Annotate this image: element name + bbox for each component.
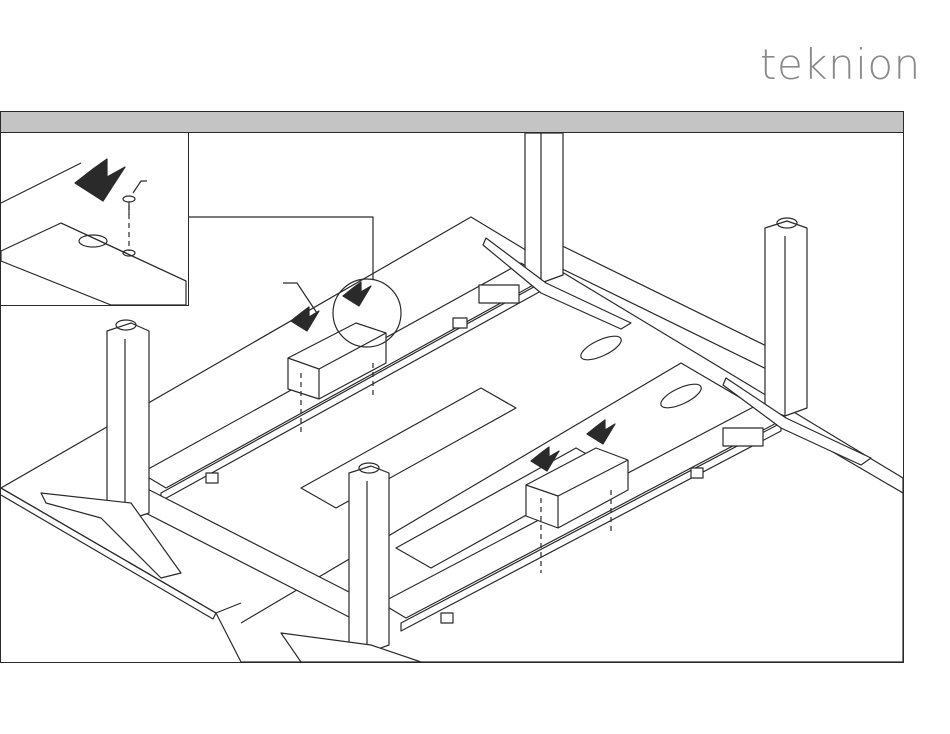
detail-leader-line [188, 217, 373, 280]
assembly-panel [0, 111, 904, 663]
teknion-logo: teknion [760, 40, 921, 89]
panel-header-bar [1, 112, 903, 133]
detail-inset [1, 133, 189, 306]
detail-inset-drawing [1, 133, 188, 305]
